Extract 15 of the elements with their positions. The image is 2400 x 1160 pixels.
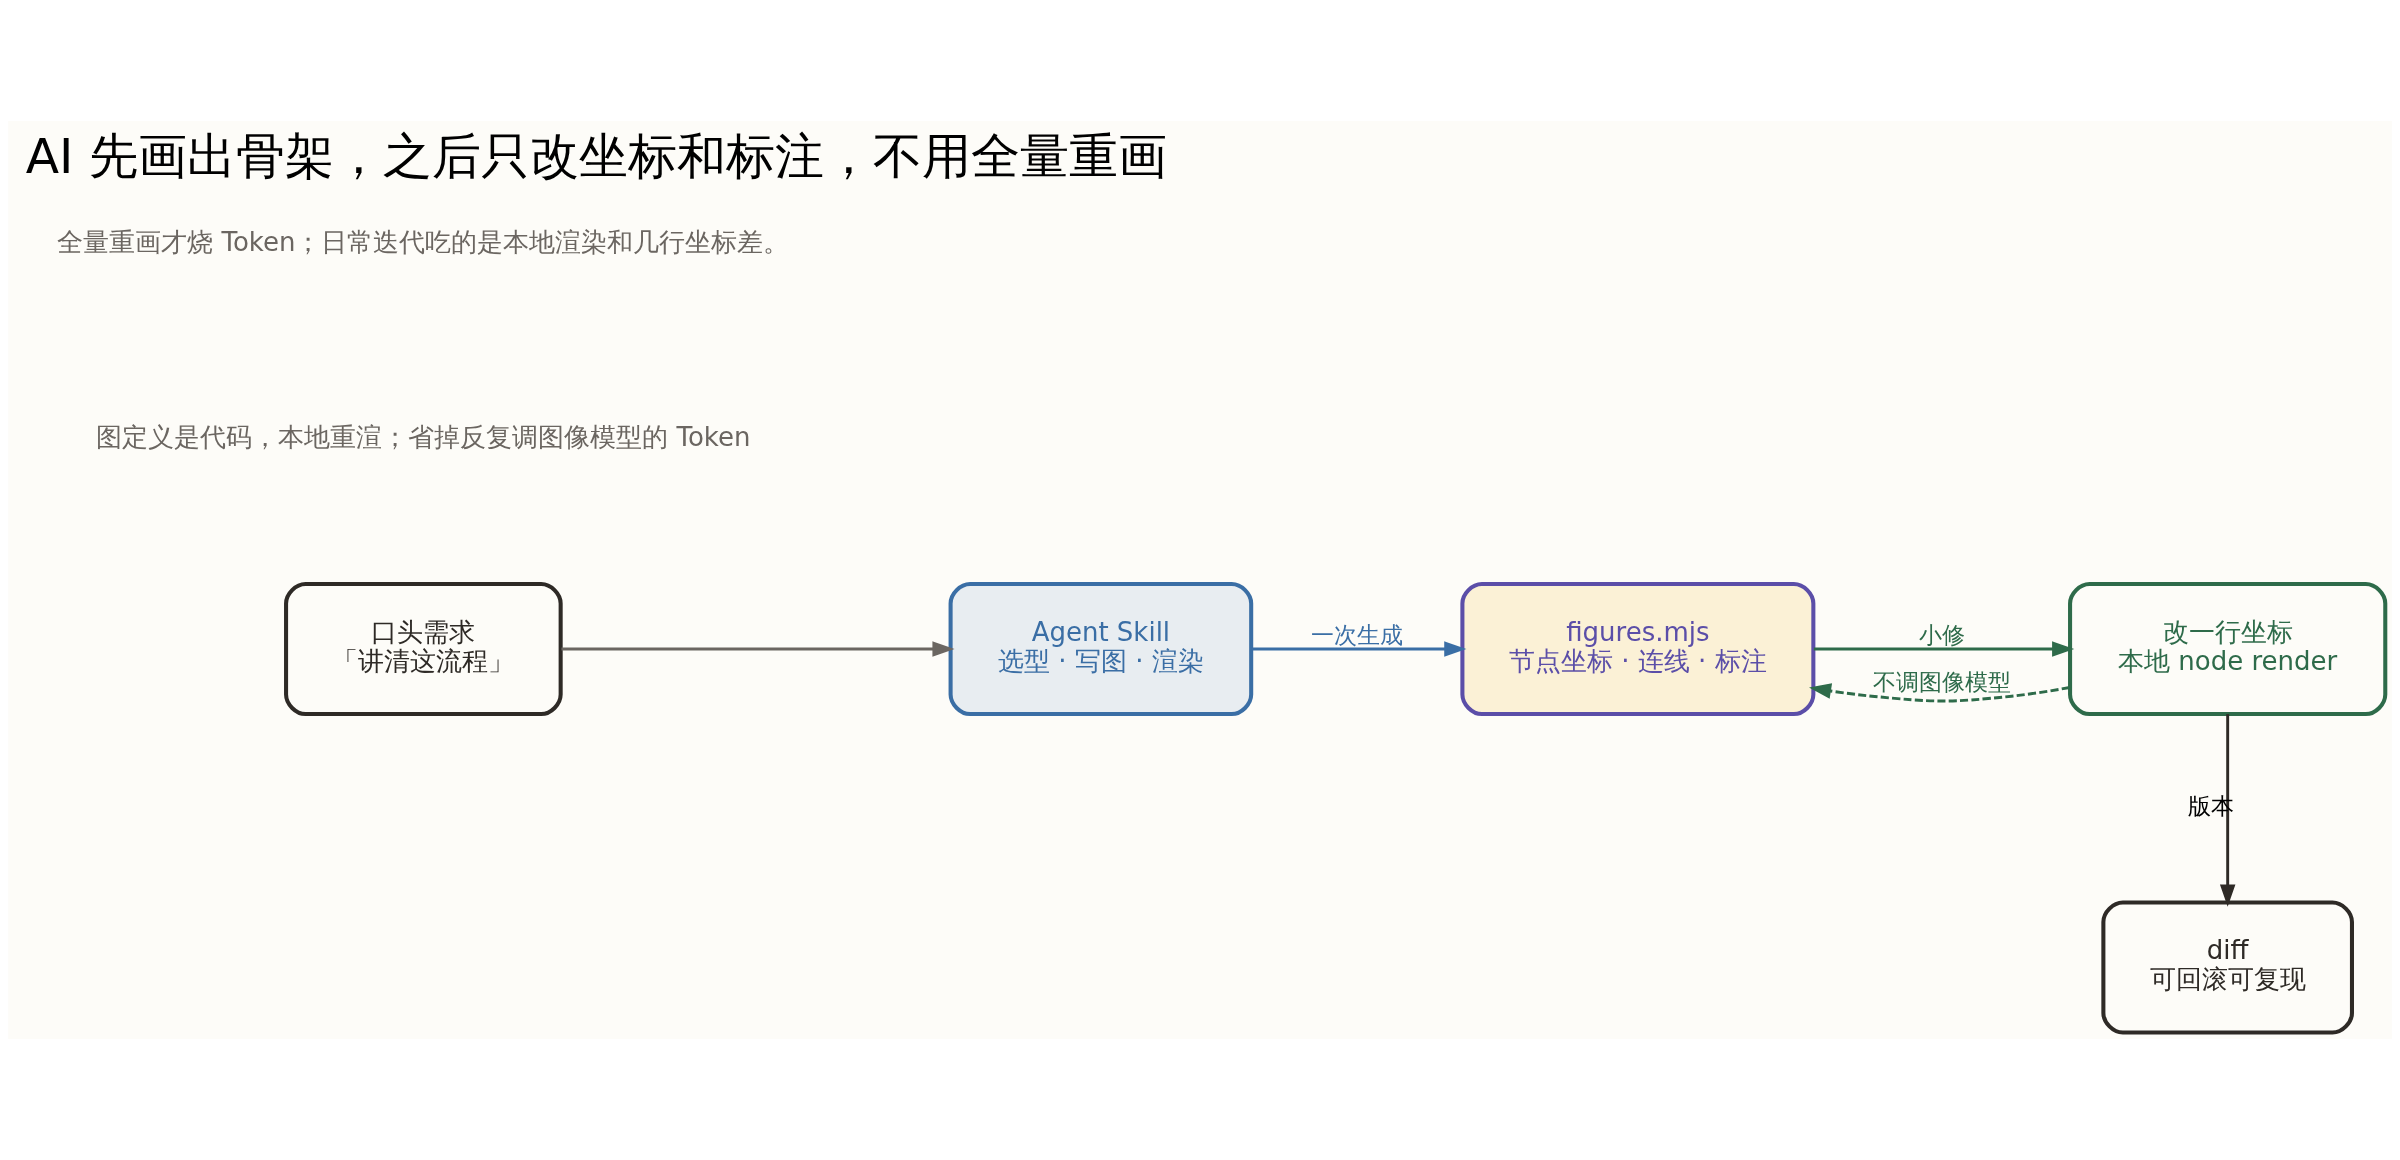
arrow xyxy=(1813,641,2075,657)
label: 图定义是代码，本地重渲；省掉反复调图像模型的 Token xyxy=(96,421,751,452)
arrow xyxy=(1809,683,2070,703)
node-box: 改一行坐标 本地 node render xyxy=(2068,582,2388,717)
edge-label: 小修 xyxy=(1918,621,1965,648)
edge-label: 不调图像模型 xyxy=(1872,669,2011,695)
label: 全量重画才烧 Token；日常迭代吃的是本地渲染和几行坐标差。 xyxy=(57,226,790,257)
node-box: Agent Skill 选型 · 写图 · 渲染 xyxy=(948,582,1254,717)
arrow xyxy=(561,641,955,657)
diagram-title: AI 先画出骨架，之后只改坐标和标注，不用全量重画 xyxy=(25,127,1167,184)
edge-label: 一次生成 xyxy=(1310,621,1403,648)
node-box: 口头需求 「讲清这流程」 xyxy=(284,582,563,717)
node-box: diff 可回滚可复现 xyxy=(2101,900,2354,1035)
arrow xyxy=(1251,641,1467,657)
node-box: figures.mjs 节点坐标 · 连线 · 标注 xyxy=(1460,582,1816,717)
